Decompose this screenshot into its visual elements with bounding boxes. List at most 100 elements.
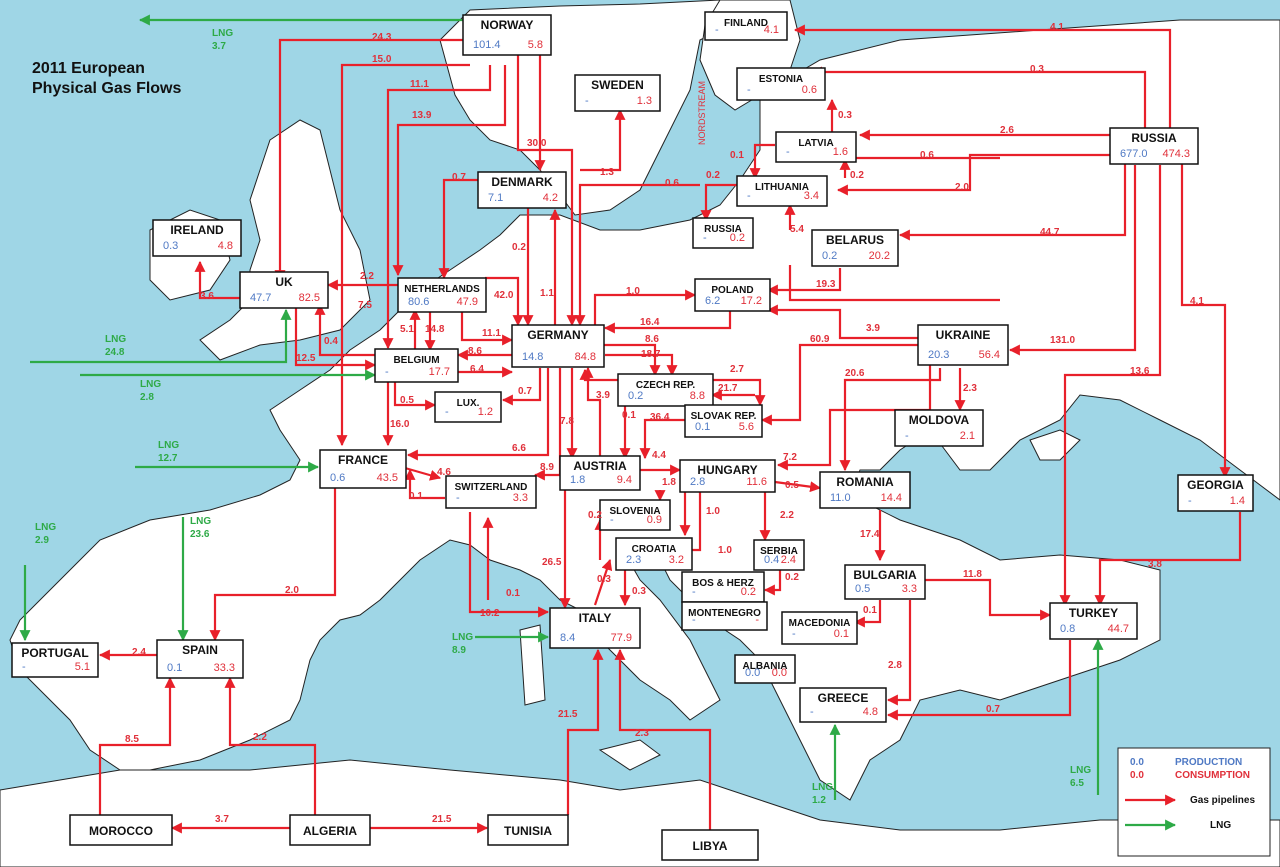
lng-label: LNG bbox=[212, 28, 233, 39]
country-box bbox=[679, 459, 776, 493]
pipeline-bulgaria-macedonia bbox=[853, 600, 882, 628]
pipeline-flow-value: 36.4 bbox=[650, 412, 670, 423]
legend-lng-label: LNG bbox=[1210, 820, 1231, 831]
country-portugal: PORTUGAL-5.1 bbox=[11, 642, 99, 678]
country-production: 0.4 bbox=[764, 554, 779, 566]
country-lithuania: LITHUANIA-3.4 bbox=[736, 175, 828, 207]
country-box bbox=[487, 814, 569, 846]
pipeline-flow-value: 2.2 bbox=[253, 732, 267, 743]
country-production: - bbox=[747, 190, 751, 202]
pipeline-flow-value: 8.6 bbox=[645, 334, 659, 345]
country-name: NETHERLANDS bbox=[404, 284, 480, 295]
country-production: 47.7 bbox=[250, 292, 271, 304]
legend-consumption-value: 0.0 bbox=[1130, 770, 1144, 781]
pipeline-norway-netherlands bbox=[392, 65, 507, 277]
pipeline-flow-value: 11.1 bbox=[482, 328, 501, 339]
pipeline-flow-value: 5.1 bbox=[400, 324, 414, 335]
pipeline-flow-value: 42.0 bbox=[494, 290, 514, 301]
country-consumption: 11.6 bbox=[746, 476, 767, 488]
country-consumption: 0.2 bbox=[741, 586, 756, 598]
country-consumption: 3.3 bbox=[902, 583, 917, 595]
country-name: LUX. bbox=[457, 398, 480, 409]
country-estonia: ESTONIA-0.6 bbox=[736, 67, 826, 101]
country-production: - bbox=[445, 406, 449, 418]
country-consumption: 17.7 bbox=[429, 366, 450, 378]
pipeline-slovenia-italy bbox=[593, 558, 613, 606]
country-tunisia: TUNISIA bbox=[487, 814, 569, 846]
country-production: 20.3 bbox=[928, 349, 949, 361]
country-consumption: 1.2 bbox=[478, 406, 493, 418]
country-box bbox=[445, 475, 537, 509]
pipeline-flow-value: 1.1 bbox=[540, 288, 554, 299]
country-macedonia: MACEDONIA-0.1 bbox=[781, 611, 858, 645]
country-consumption: 1.6 bbox=[833, 146, 848, 158]
legend: 0.0 PRODUCTION 0.0 CONSUMPTION Gas pipel… bbox=[1117, 747, 1271, 857]
country-production: 14.8 bbox=[522, 351, 543, 363]
country-name: ROMANIA bbox=[836, 475, 894, 489]
pipeline-flow-value: 6.6 bbox=[512, 443, 526, 454]
pipeline-russia-finland bbox=[793, 24, 1172, 130]
country-name: BOS & HERZ bbox=[692, 578, 754, 589]
pipeline-turkey-greece bbox=[886, 640, 1072, 721]
country-finland: FINLAND-4.1 bbox=[704, 11, 788, 41]
country-box bbox=[1177, 474, 1254, 512]
country-production: - bbox=[1188, 495, 1192, 507]
pipeline-serbia-bosherz bbox=[763, 570, 782, 596]
country-consumption: 56.4 bbox=[979, 349, 1000, 361]
lng-label: LNG bbox=[140, 379, 161, 390]
pipeline-flow-value: 7.5 bbox=[358, 300, 372, 311]
country-box bbox=[753, 539, 805, 571]
pipeline-switzerland-france bbox=[404, 468, 445, 500]
pipeline-flow-value: 13.9 bbox=[412, 110, 432, 121]
pipeline-hungary-romania bbox=[774, 480, 822, 493]
pipeline-flow-value: 0.2 bbox=[850, 170, 864, 181]
country-switzerland: SWITZERLAND-3.3 bbox=[445, 475, 537, 509]
pipeline-norway-uk bbox=[274, 38, 463, 282]
country-name: ESTONIA bbox=[759, 74, 803, 85]
pipeline-flow-value: 0.3 bbox=[632, 586, 646, 597]
country-name: FINLAND bbox=[724, 18, 768, 29]
lng-label: LNG bbox=[158, 440, 179, 451]
country-box bbox=[1049, 602, 1138, 640]
pipeline-flow-value: 0.4 bbox=[324, 336, 338, 347]
country-name: ALGERIA bbox=[303, 824, 357, 838]
country-consumption: 0.1 bbox=[834, 628, 849, 640]
pipeline-flow-value: 4.1 bbox=[1190, 296, 1204, 307]
country-box bbox=[684, 404, 763, 438]
country-moldova: MOLDOVA-2.1 bbox=[894, 409, 984, 447]
pipeline-netherlands-germany bbox=[485, 276, 524, 327]
country-production: 80.6 bbox=[408, 296, 429, 308]
map-title-line1: 2011 European bbox=[32, 60, 145, 77]
country-consumption: 44.7 bbox=[1108, 623, 1129, 635]
country-consumption: 2.4 bbox=[781, 554, 796, 566]
pipeline-flow-value: 11.8 bbox=[963, 569, 982, 580]
country-box bbox=[156, 639, 244, 679]
country-name: POLAND bbox=[711, 285, 753, 296]
pipeline-uk-ireland bbox=[194, 260, 240, 300]
country-name: BULGARIA bbox=[853, 568, 917, 582]
pipeline-flow-value: 19.3 bbox=[816, 279, 836, 290]
country-russia-kaliningrad: RUSSIA-0.2 bbox=[692, 217, 754, 249]
pipeline-ukraine-romania bbox=[839, 368, 942, 472]
country-production: - bbox=[585, 95, 589, 107]
country-consumption: 3.3 bbox=[513, 492, 528, 504]
pipeline-flow-value: 4.6 bbox=[437, 467, 451, 478]
country-production: 0.6 bbox=[330, 472, 345, 484]
country-consumption: 1.3 bbox=[637, 95, 652, 107]
pipeline-flow-value: 0.1 bbox=[506, 588, 520, 599]
country-bos-herz: BOS & HERZ-0.2 bbox=[681, 571, 765, 603]
pipeline-flow-value: 1.0 bbox=[626, 286, 640, 297]
pipeline-flow-value: 1.0 bbox=[706, 506, 720, 517]
country-production: - bbox=[905, 430, 909, 442]
country-box bbox=[477, 171, 567, 209]
pipeline-russia-lithuania bbox=[836, 153, 1110, 196]
pipeline-flow-value: 12.5 bbox=[296, 353, 316, 364]
pipeline-flow-value: 3.7 bbox=[215, 814, 229, 825]
pipeline-flow-value: 8.6 bbox=[468, 346, 482, 357]
